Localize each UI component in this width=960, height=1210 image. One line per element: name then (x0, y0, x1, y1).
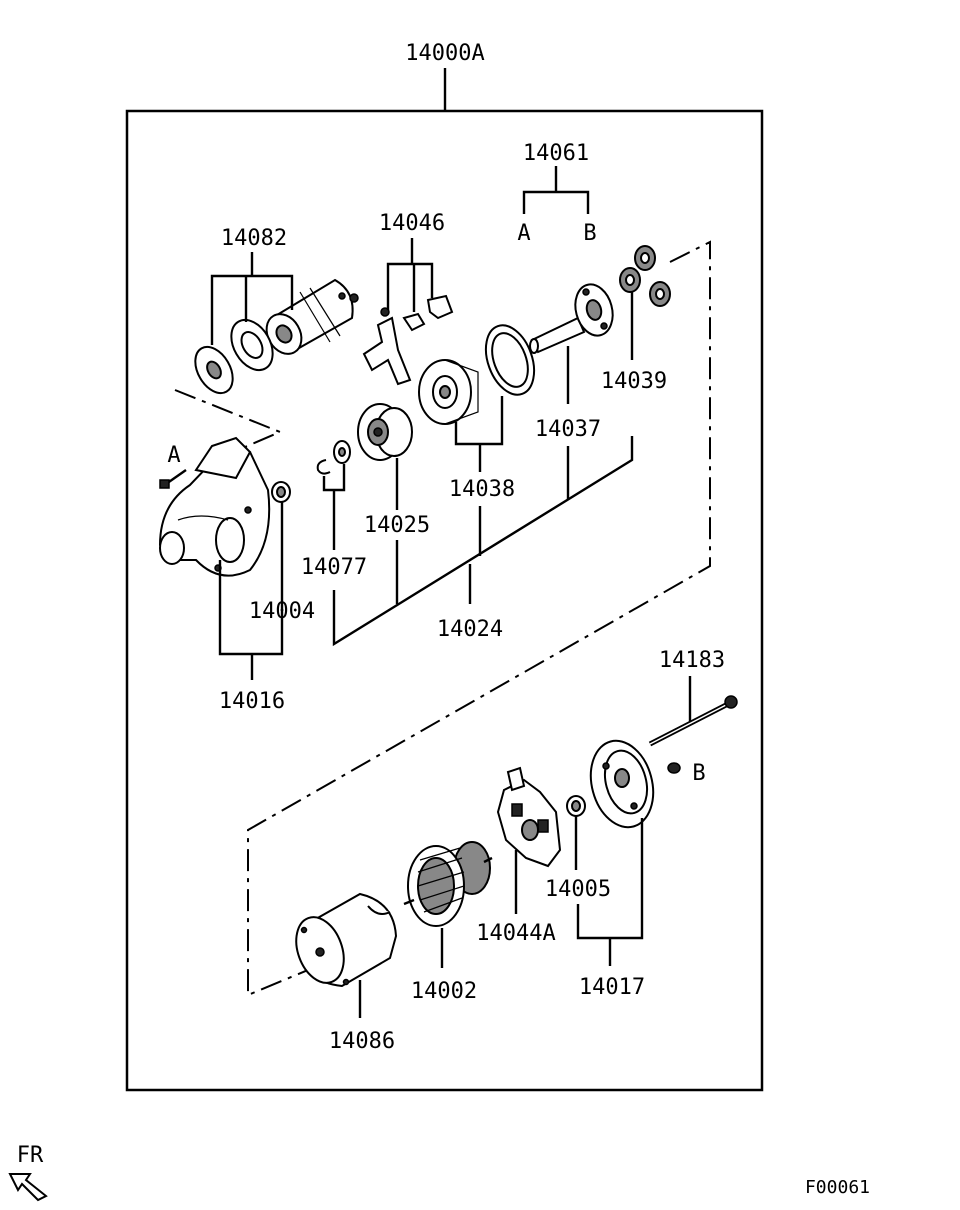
label-14039[interactable]: 14039 (601, 369, 667, 394)
label-14016[interactable]: 14016 (219, 689, 285, 714)
figure-code: F00061 (805, 1177, 870, 1198)
solenoid-plate-part[interactable] (188, 340, 241, 399)
label-14017[interactable]: 14017 (579, 975, 645, 1000)
internal-gear-part[interactable] (418, 359, 479, 425)
through-bolt-part-14183[interactable] (648, 695, 738, 747)
label-14044a[interactable]: 14044A (476, 921, 555, 946)
label-bolt-a[interactable]: A (167, 443, 180, 468)
label-14046[interactable]: 14046 (379, 211, 445, 236)
label-14002[interactable]: 14002 (411, 979, 477, 1004)
nut-b-part[interactable] (667, 762, 681, 774)
armature-part-14002[interactable] (403, 841, 493, 927)
yoke-assembly-part-14086[interactable] (288, 892, 398, 989)
label-14061-b[interactable]: B (583, 221, 596, 246)
assembly-frame (125, 109, 764, 1092)
rear-bushing-part-14005[interactable] (566, 795, 586, 817)
planetary-gears-part-14039[interactable] (619, 245, 671, 307)
label-14005[interactable]: 14005 (545, 877, 611, 902)
bolt-a-part[interactable] (159, 469, 187, 489)
front-direction-label: FR (17, 1143, 44, 1168)
bushing-part-14004[interactable] (271, 481, 291, 503)
label-14038[interactable]: 14038 (449, 477, 515, 502)
solenoid-switch-part-14082[interactable] (260, 278, 359, 360)
label-14025[interactable]: 14025 (364, 513, 430, 538)
brush-holder-part-14044a[interactable] (496, 766, 562, 868)
label-14082[interactable]: 14082 (221, 226, 287, 251)
label-14061[interactable]: 14061 (523, 141, 589, 166)
stop-ring-part-14077[interactable] (316, 440, 351, 475)
front-direction-arrow-icon (8, 1173, 48, 1202)
planetary-gear-shaft-part-14037[interactable] (529, 280, 618, 354)
label-14183[interactable]: 14183 (659, 648, 725, 673)
label-14086[interactable]: 14086 (329, 1029, 395, 1054)
label-nut-b[interactable]: B (692, 761, 705, 786)
lever-spring-part[interactable] (402, 312, 426, 332)
solenoid-gasket-part[interactable] (223, 313, 281, 378)
pinion-overrunning-clutch-part-14025[interactable] (357, 403, 413, 461)
assembly-path-right (247, 240, 711, 997)
assembly-label-14000a[interactable]: 14000A (405, 41, 484, 66)
label-14077[interactable]: 14077 (301, 555, 367, 580)
label-14004[interactable]: 14004 (249, 599, 315, 624)
label-14061-a[interactable]: A (517, 221, 530, 246)
label-14024[interactable]: 14024 (437, 617, 503, 642)
drive-lever-part[interactable] (362, 307, 412, 386)
front-housing-part-14016[interactable] (158, 436, 271, 577)
rear-bracket-part[interactable] (582, 734, 663, 835)
lever-holder-part[interactable] (426, 294, 454, 320)
gear-cover-part[interactable] (477, 319, 543, 402)
label-14037[interactable]: 14037 (535, 417, 601, 442)
